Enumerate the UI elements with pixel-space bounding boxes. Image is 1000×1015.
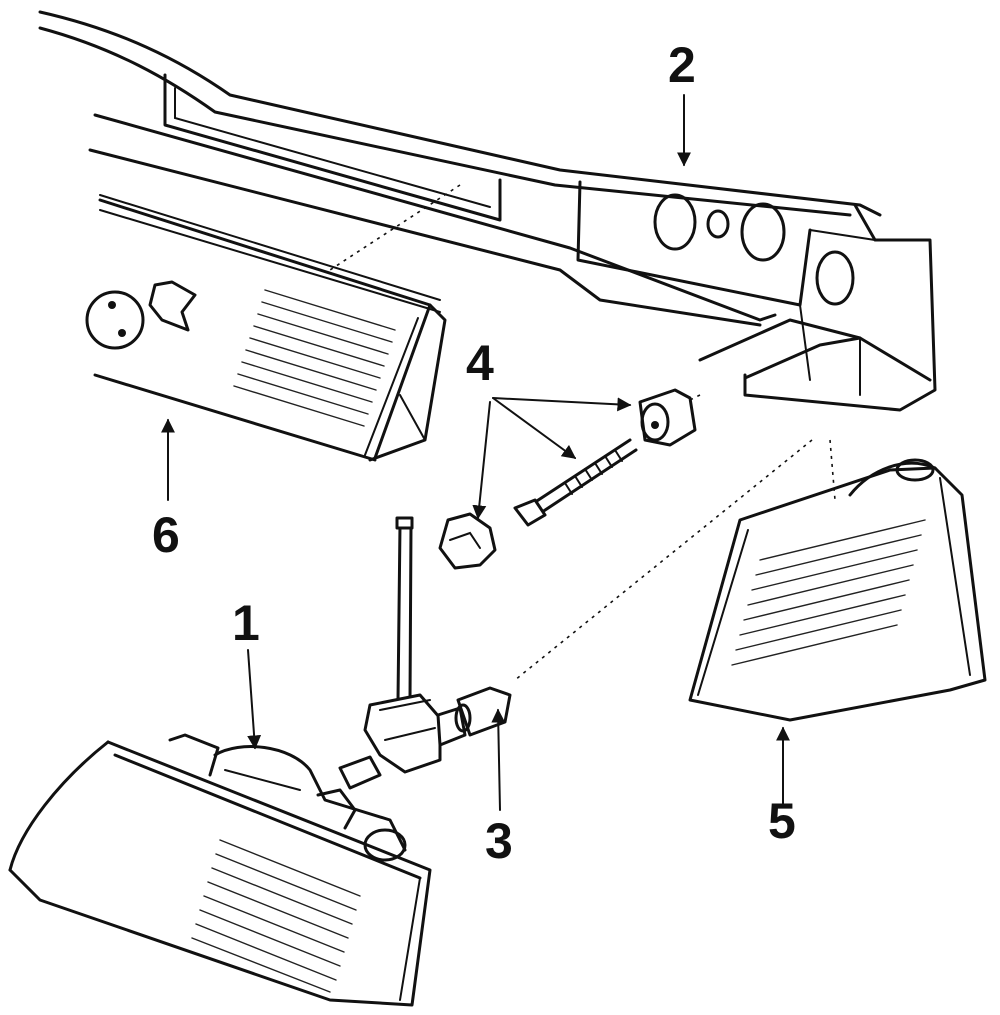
header-panel	[38, 10, 937, 462]
callout-arrows	[161, 94, 790, 811]
gasket-icon	[85, 290, 145, 350]
headlamp-assembly	[8, 733, 432, 1007]
corner-lamp	[688, 458, 987, 722]
socket-icon	[148, 280, 197, 332]
callout-2: 2	[668, 37, 696, 93]
nut-clip-icon	[438, 512, 497, 570]
callout-4-arrows	[472, 397, 632, 520]
callout-6: 6	[152, 507, 180, 563]
fastener-set	[438, 388, 697, 570]
callout-1: 1	[232, 595, 260, 651]
panel-hole	[706, 209, 730, 239]
callout-5: 5	[768, 793, 796, 849]
panel-hole	[740, 202, 786, 262]
callout-3-arrow	[491, 708, 506, 811]
callout-3: 3	[485, 813, 513, 869]
panel-hole	[815, 250, 855, 306]
panel-hole	[653, 193, 697, 251]
callout-4: 4	[466, 335, 494, 391]
side-marker-lamp	[85, 198, 447, 462]
callout-1-arrow	[247, 649, 262, 750]
bulb-socket	[338, 516, 512, 790]
